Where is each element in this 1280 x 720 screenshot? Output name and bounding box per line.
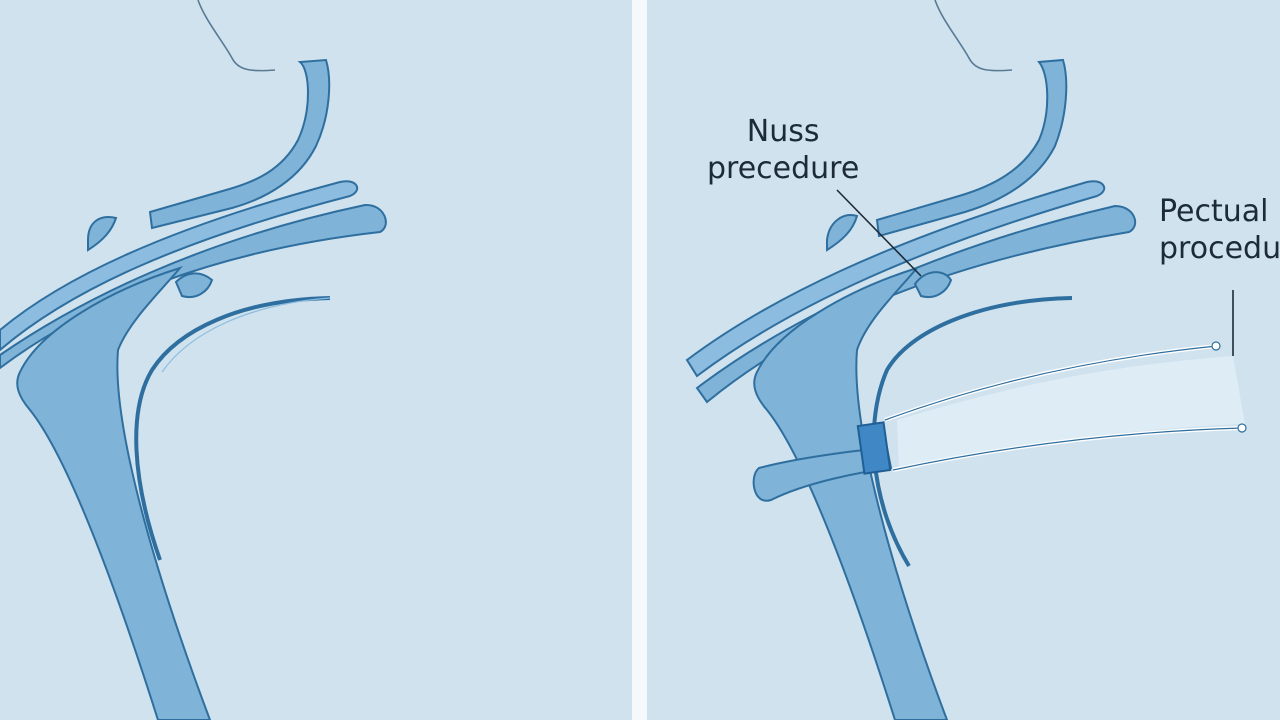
cartilage-node-lower bbox=[174, 272, 214, 298]
implant-shadow bbox=[897, 356, 1245, 468]
cartilage-node-lower bbox=[913, 271, 953, 298]
nuss-label-line2: precedure bbox=[707, 151, 860, 186]
rib-curve-inner bbox=[161, 297, 331, 373]
face-outline bbox=[934, 0, 1013, 72]
neck-structure bbox=[148, 58, 331, 230]
lateral-bar bbox=[752, 446, 893, 502]
cartilage-node-upper bbox=[826, 214, 859, 252]
pectual-label-line2: procedu bbox=[1159, 231, 1280, 266]
pectual-procedure-label: Pectual procedu bbox=[1159, 193, 1280, 267]
nuss-label-line1: Nuss bbox=[746, 114, 820, 149]
right-panel-after: Nuss precedure Pectual procedu bbox=[647, 0, 1280, 720]
nuss-leader-line bbox=[836, 189, 922, 277]
clavicle-band-1 bbox=[685, 180, 1106, 378]
implant-end-cap-lower bbox=[1237, 423, 1247, 433]
rib-curve bbox=[134, 296, 331, 561]
rib-curve bbox=[871, 296, 1073, 568]
implant-end-cap-upper bbox=[1211, 341, 1221, 351]
cartilage-node-upper bbox=[87, 216, 118, 252]
nuss-procedure-label: Nuss precedure bbox=[707, 113, 859, 187]
implant-bar-upper-outline bbox=[884, 345, 1218, 421]
clavicle-band-1 bbox=[0, 180, 359, 352]
neck-structure bbox=[875, 58, 1068, 238]
face-outline bbox=[197, 0, 276, 72]
sternum-structure bbox=[16, 266, 212, 720]
anatomy-illustration-before bbox=[0, 0, 387, 720]
implant-clamp bbox=[856, 421, 892, 475]
anatomy-illustration-after bbox=[685, 0, 1247, 720]
sternum-structure bbox=[753, 266, 949, 720]
pectual-label-line1: Pectual bbox=[1159, 194, 1269, 229]
implant-bar-lower-outline bbox=[892, 427, 1243, 471]
left-panel-before bbox=[0, 0, 632, 720]
panel-divider bbox=[632, 0, 647, 720]
